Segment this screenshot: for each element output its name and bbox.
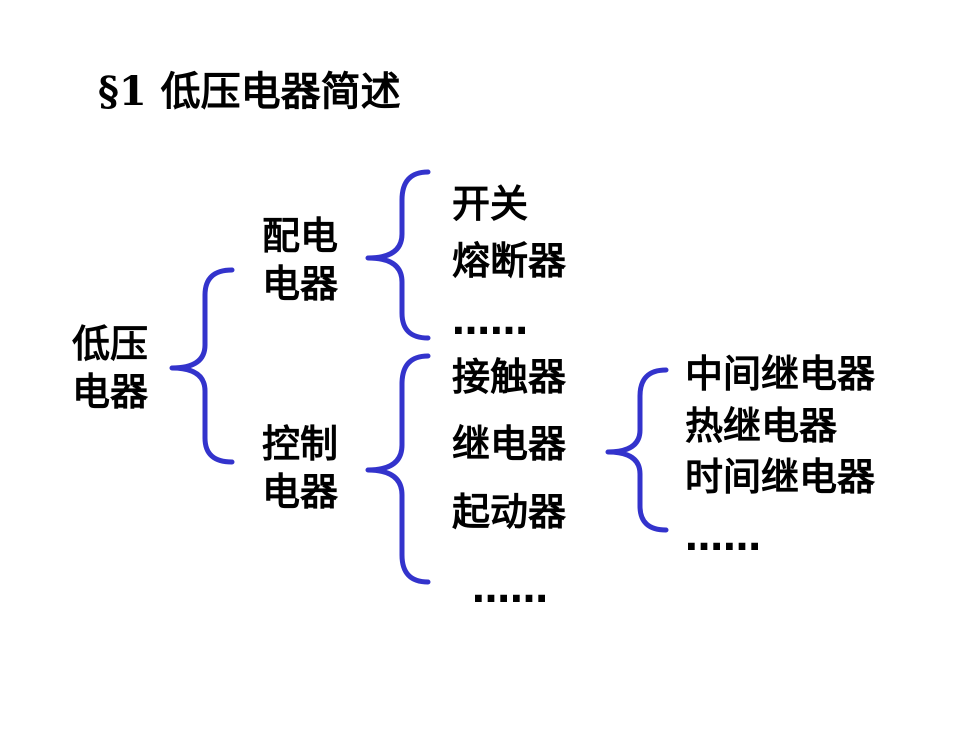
relay-item-intermediate: 中间继电器 <box>685 352 876 396</box>
root-line-1: 低压 <box>72 322 149 366</box>
distribution-bracket <box>365 169 431 341</box>
relay-item-thermal: 热继电器 <box>685 404 838 448</box>
distribution-item-switch: 开关 <box>452 182 529 226</box>
root-line-2: 电器 <box>72 370 149 414</box>
control-item-contactor: 接触器 <box>452 355 567 399</box>
relay-bracket <box>605 367 669 533</box>
control-node: 控制 电器 <box>262 420 338 516</box>
distribution-line-2: 电器 <box>262 262 339 306</box>
root-node: 低压 电器 <box>72 320 148 416</box>
control-line-2: 电器 <box>262 470 339 514</box>
page-title: §1 低压电器简述 <box>98 68 401 115</box>
relay-item-time: 时间继电器 <box>685 455 876 499</box>
control-bracket <box>365 353 431 585</box>
distribution-line-1: 配电 <box>262 214 339 258</box>
distribution-node: 配电 电器 <box>262 212 338 308</box>
control-item-ellipsis: …… <box>472 567 548 611</box>
distribution-item-fuse: 熔断器 <box>452 239 567 283</box>
distribution-item-ellipsis: …… <box>452 299 528 343</box>
control-line-1: 控制 <box>262 422 339 466</box>
control-item-relay: 继电器 <box>452 422 567 466</box>
root-bracket <box>169 267 235 465</box>
control-item-starter: 起动器 <box>452 490 567 534</box>
relay-item-ellipsis: …… <box>685 515 761 559</box>
